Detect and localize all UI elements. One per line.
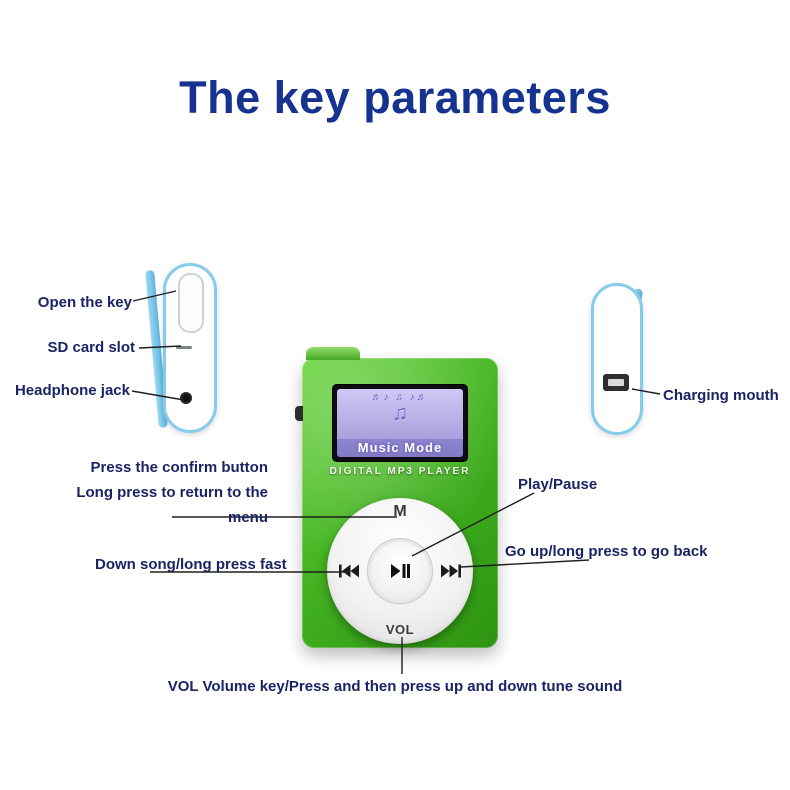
sd-card-slot xyxy=(176,346,192,349)
music-note-icon: ♫ xyxy=(391,400,409,425)
next-track-icon xyxy=(441,564,461,578)
prev-track-icon xyxy=(339,564,359,578)
lcd-display: ♬♪ ♫ ♪♬ ♫ Music Mode xyxy=(337,389,463,457)
go-up-callout: Go up/long press to go back xyxy=(505,543,708,560)
play-pause-callout: Play/Pause xyxy=(518,476,598,493)
vol-key-callout: VOL Volume key/Press and then press up a… xyxy=(167,678,623,695)
side-button xyxy=(295,406,303,421)
side-view-left-device xyxy=(163,263,217,433)
confirm-callout-line1: Press the confirm button xyxy=(90,459,268,476)
down-song-callout: Down song/long press fast xyxy=(95,556,287,573)
screen-mode-text: Music Mode xyxy=(337,439,463,457)
charging-mouth-label: Charging mouth xyxy=(663,387,779,404)
headphone-jack-hole xyxy=(180,392,192,404)
clip-top-tab xyxy=(306,347,360,360)
vol-button: VOL xyxy=(385,622,415,637)
sd-card-slot-label: SD card slot xyxy=(47,339,135,356)
open-key-label: Open the key xyxy=(37,294,132,311)
headphone-jack-label: Headphone jack xyxy=(14,382,130,399)
confirm-callout-line2: Long press to return to the menu xyxy=(76,484,268,526)
mp3-player-front: ♬♪ ♫ ♪♬ ♫ Music Mode DIGITAL MP3 PLAYER … xyxy=(295,347,498,648)
lcd-screen: ♬♪ ♫ ♪♬ ♫ Music Mode xyxy=(332,384,468,462)
play-pause-icon xyxy=(390,564,410,578)
brand-text: DIGITAL MP3 PLAYER xyxy=(329,466,471,477)
confirm-callout: Press the confirm button Long press to r… xyxy=(40,455,268,530)
page-title: The key parameters xyxy=(179,72,611,123)
menu-button: M xyxy=(393,503,407,520)
screen-icons-row: ♬♪ ♫ ♪♬ xyxy=(371,392,429,403)
open-key-button xyxy=(178,273,204,333)
control-pad: M xyxy=(327,498,473,644)
play-pause-button xyxy=(371,542,429,600)
side-view-right-device xyxy=(591,283,643,435)
charging-port xyxy=(603,374,629,391)
